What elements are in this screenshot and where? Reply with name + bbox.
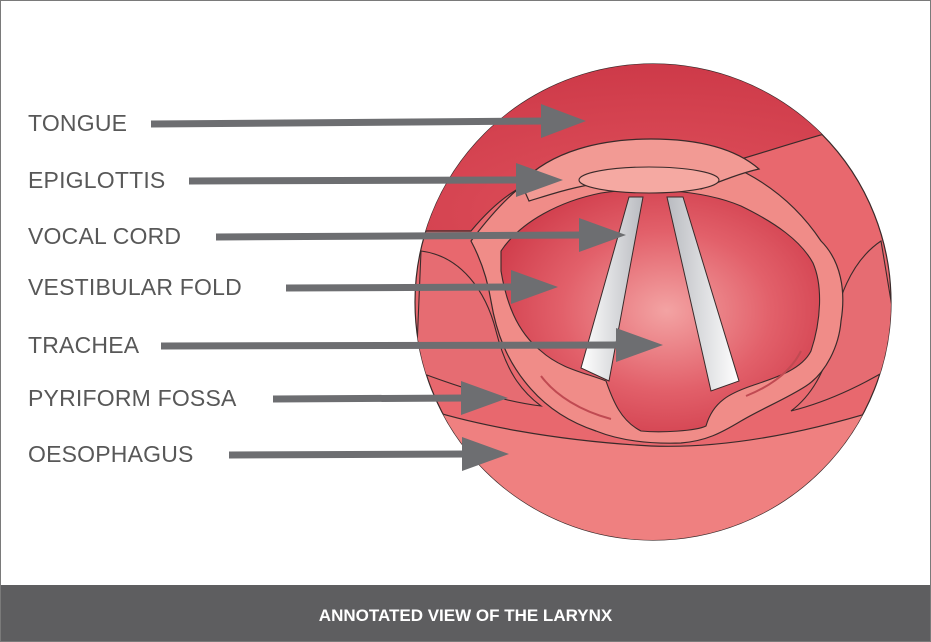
figure-caption: ANNOTATED VIEW OF THE LARYNX xyxy=(1,607,930,624)
label-epiglottis: EPIGLOTTIS xyxy=(28,169,165,192)
label-tongue: TONGUE xyxy=(28,112,127,135)
label-vocal-cord: VOCAL CORD xyxy=(28,225,181,248)
label-vestibular-fold: VESTIBULAR FOLD xyxy=(28,276,242,299)
arrow-pyriform-fossa xyxy=(273,381,508,415)
label-pyriform-fossa: PYRIFORM FOSSA xyxy=(28,387,237,410)
label-trachea: TRACHEA xyxy=(28,334,139,357)
label-oesophagus: OESOPHAGUS xyxy=(28,443,194,466)
epiglottis-tip xyxy=(579,167,719,193)
arrow-oesophagus xyxy=(229,437,509,471)
